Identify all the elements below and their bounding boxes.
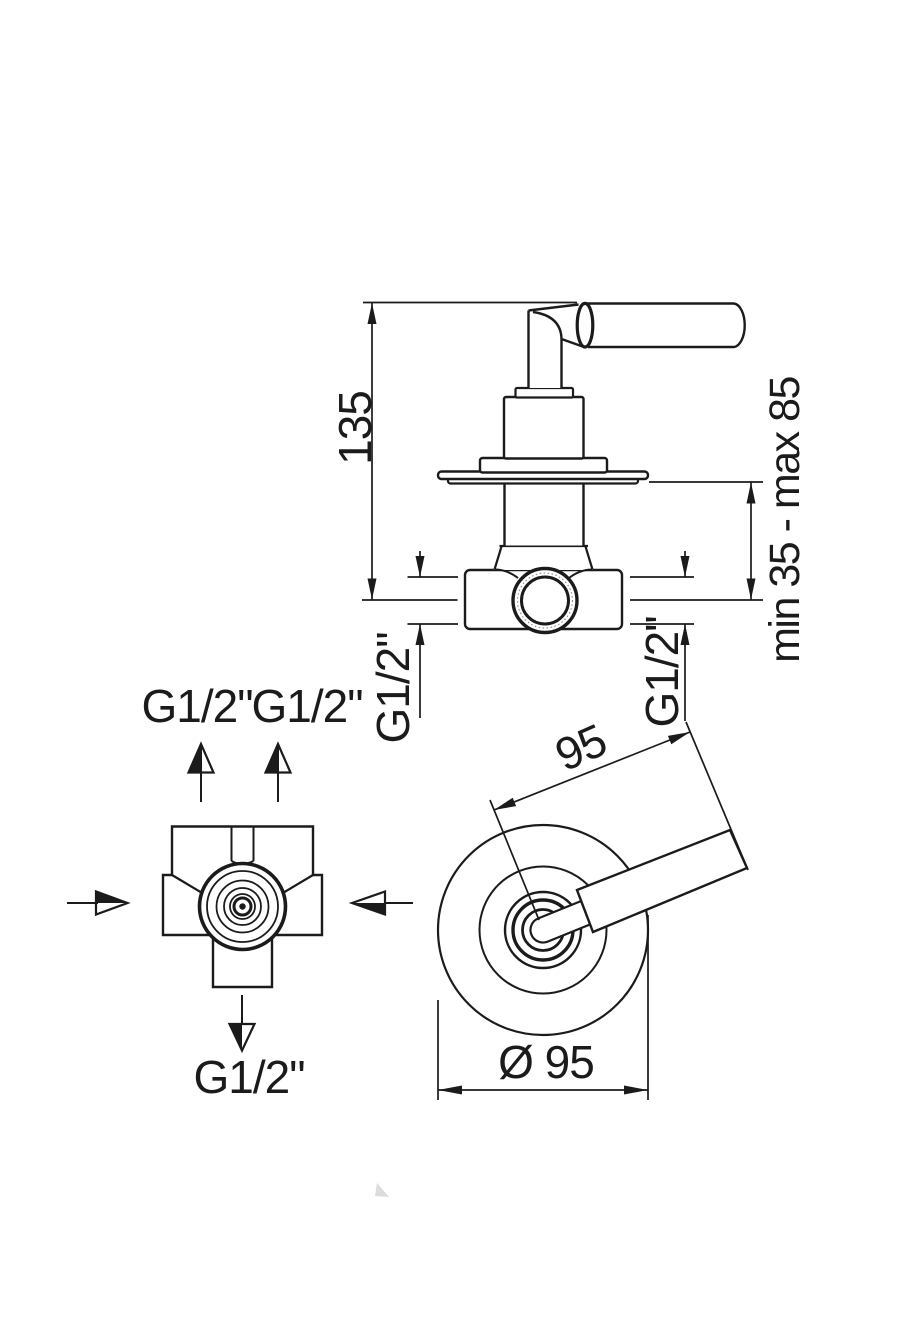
handle-grip bbox=[585, 302, 746, 349]
flow-arrow-in-left bbox=[67, 889, 131, 917]
back-circle-5 bbox=[229, 893, 256, 920]
cartridge-housing bbox=[502, 395, 585, 460]
valve-body-side bbox=[436, 301, 746, 635]
flow-arrow-up-right bbox=[263, 741, 293, 802]
dim-port-right-label: G1/2" bbox=[636, 616, 688, 727]
watermark-artifact bbox=[375, 1183, 389, 1197]
back-center-dot bbox=[239, 903, 246, 910]
back-circle-2 bbox=[206, 870, 279, 943]
front-view: 95 Ø 95 bbox=[436, 714, 749, 1100]
dim-overall-height: 135 bbox=[329, 301, 577, 601]
dim-port-right: G1/2" bbox=[630, 551, 763, 728]
side-view: 135 G1/2" G1/2" min 35 - max 85 bbox=[329, 301, 809, 744]
outlet-top-right-label: G1/2" bbox=[251, 680, 362, 732]
back-circle-4 bbox=[223, 887, 262, 926]
bonnet-fillets bbox=[494, 568, 593, 579]
back-view: G1/2" G1/2" G1/2" bbox=[67, 680, 413, 1103]
dim-plate-diameter: Ø 95 bbox=[437, 915, 649, 1100]
escutcheon-front bbox=[436, 823, 749, 1037]
port-thread-texture bbox=[516, 572, 574, 629]
handle-joint-ring bbox=[575, 301, 595, 349]
flow-arrow-up-left bbox=[186, 741, 216, 802]
flow-arrow-in-right bbox=[348, 889, 413, 917]
dim-plate-diameter-label: Ø 95 bbox=[498, 1036, 594, 1088]
dim-port-left: G1/2" bbox=[367, 551, 458, 744]
dim-install-depth: min 35 - max 85 bbox=[649, 377, 809, 663]
front-ring-1 bbox=[503, 890, 583, 970]
back-circle-6 bbox=[232, 896, 253, 917]
bonnet bbox=[494, 546, 593, 570]
valve-body-back bbox=[161, 825, 324, 989]
dim-port-left-label: G1/2" bbox=[367, 632, 419, 743]
dim-install-depth-label: min 35 - max 85 bbox=[761, 377, 809, 663]
collar bbox=[514, 386, 575, 399]
port-circle-inner bbox=[520, 575, 570, 626]
handle-elbow bbox=[527, 303, 585, 388]
handle-grip-front bbox=[575, 828, 749, 934]
flange bbox=[478, 456, 609, 474]
valve-tube bbox=[504, 481, 584, 546]
handle-neck-front bbox=[529, 899, 592, 944]
chamfer-lines bbox=[171, 874, 314, 895]
dim-overall-height-label: 135 bbox=[329, 391, 381, 465]
dim-handle-length-label: 95 bbox=[547, 714, 613, 782]
flow-arrow-down bbox=[227, 995, 257, 1054]
back-circle-3 bbox=[215, 879, 270, 934]
outlet-top-left-label: G1/2" bbox=[141, 680, 252, 732]
front-plate-inner bbox=[478, 865, 608, 995]
outlet-bottom-label: G1/2" bbox=[193, 1051, 304, 1103]
